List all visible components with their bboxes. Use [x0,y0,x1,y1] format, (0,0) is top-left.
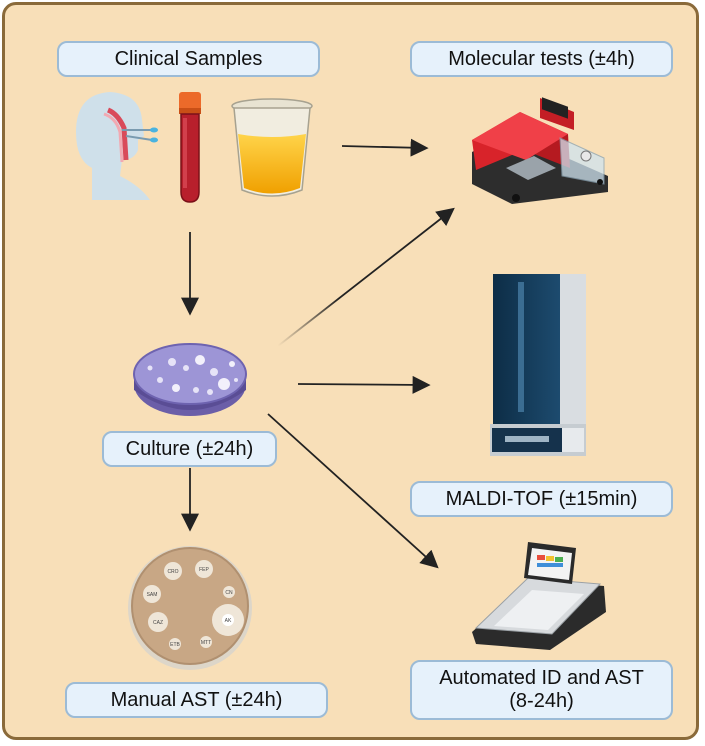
molecular-test-instrument-icon [472,97,608,204]
culture-label: Culture (±24h) [102,431,277,467]
automated-ast-instrument-icon [472,542,606,650]
disk-label: ETB [170,642,180,648]
disk-label: MTT [201,640,211,646]
disk-label: CRO [167,569,178,575]
automated-id-ast-line2: (8-24h) [509,690,574,712]
blood-tube-icon [179,92,201,203]
human-head-swab-icon [76,92,158,200]
disk-label: FEP [199,567,209,573]
arrow-culture-to-maldi [297,375,431,394]
molecular-tests-label: Molecular tests (±4h) [410,41,673,77]
arrow-samples-to-molecular [341,138,429,157]
urine-cup-icon [231,98,313,197]
disk-label: AK [225,618,232,624]
arrow-culture-to-automated [267,413,439,569]
automated-id-ast-label: Automated ID and AST (8-24h) [410,660,673,720]
automated-id-ast-line1: Automated ID and AST [439,667,644,689]
disk-label: CAZ [153,620,163,626]
ast-agar-plate-icon [128,546,252,670]
manual-ast-label: Manual AST (±24h) [65,682,328,718]
antibiotic-disks: CRO FEP SAM CN CAZ AK ETB MTT [143,560,244,650]
maldi-tof-instrument-icon [490,274,586,456]
maldi-tof-label: MALDI-TOF (±15min) [410,481,673,517]
clinical-samples-label: Clinical Samples [57,41,320,77]
culture-petri-dish-icon [133,343,247,416]
arrow-culture-to-molecular [277,207,455,347]
disk-label: CN [225,590,233,596]
disk-label: SAM [147,592,158,598]
